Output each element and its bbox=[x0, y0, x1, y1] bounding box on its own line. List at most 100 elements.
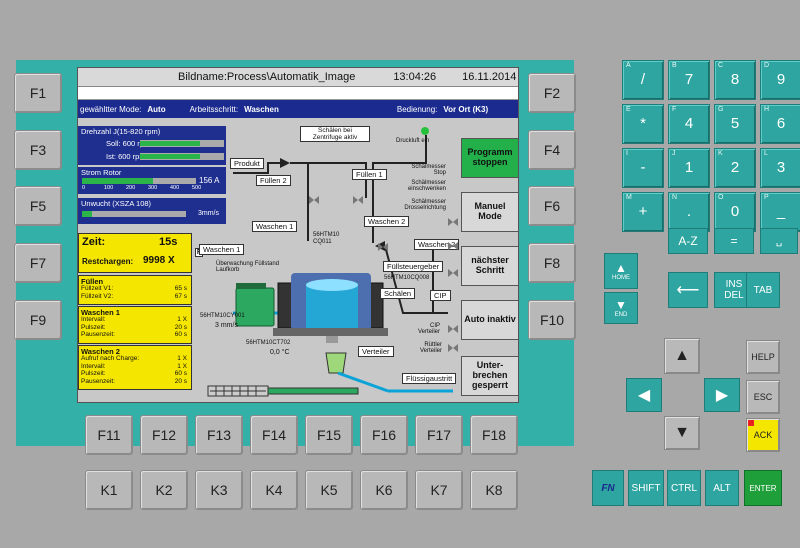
key-k3[interactable]: K3 bbox=[195, 470, 243, 510]
numpad-key--[interactable]: I- bbox=[622, 148, 664, 188]
fkey-f6[interactable]: F6 bbox=[528, 186, 576, 226]
imbalance-panel: Unwucht (XSZA 108) 3mm/s bbox=[78, 198, 226, 224]
fkey-f13[interactable]: F13 bbox=[195, 415, 243, 455]
operation-value: Vor Ort (K3) bbox=[443, 104, 489, 114]
arrow-down-key[interactable]: ▼ bbox=[664, 416, 700, 450]
key-k2[interactable]: K2 bbox=[140, 470, 188, 510]
screen-button-3[interactable]: nächster Schritt bbox=[461, 246, 518, 286]
key-k4[interactable]: K4 bbox=[250, 470, 298, 510]
waschen2-row-value: 1 X bbox=[177, 355, 187, 362]
fkey-f11[interactable]: F11 bbox=[85, 415, 133, 455]
numpad-key-main: . bbox=[686, 203, 692, 220]
numpad-key-_[interactable]: P_ bbox=[760, 192, 800, 232]
alt-key[interactable]: ALT bbox=[705, 470, 739, 506]
numpad-key-.[interactable]: N. bbox=[668, 192, 710, 232]
numpad-key-main: * bbox=[640, 115, 646, 132]
fkey-f17[interactable]: F17 bbox=[415, 415, 463, 455]
home-key[interactable]: ▲HOME bbox=[604, 253, 638, 289]
current-title: Strom Rotor bbox=[81, 168, 122, 177]
numpad-key-*[interactable]: E* bbox=[622, 104, 664, 144]
waschen2-row-label: Intervall: bbox=[81, 362, 106, 370]
ins-label: INS bbox=[725, 279, 743, 290]
numpad-key-main: / bbox=[640, 71, 646, 88]
numpad-key-alpha: K bbox=[718, 150, 723, 157]
numpad-key-+[interactable]: M+ bbox=[622, 192, 664, 232]
fkey-f9[interactable]: F9 bbox=[14, 300, 62, 340]
fkey-f8[interactable]: F8 bbox=[528, 243, 576, 283]
ctrl-key[interactable]: CTRL bbox=[667, 470, 701, 506]
current-value: 156 A bbox=[199, 176, 220, 185]
fkey-f2[interactable]: F2 bbox=[528, 73, 576, 113]
fkey-f4[interactable]: F4 bbox=[528, 130, 576, 170]
fkey-f1[interactable]: F1 bbox=[14, 73, 62, 113]
time-value: 15s bbox=[159, 236, 178, 248]
fkey-f10[interactable]: F10 bbox=[528, 300, 576, 340]
fkey-f3[interactable]: F3 bbox=[14, 130, 62, 170]
arrow-up-key[interactable]: ▲ bbox=[664, 338, 700, 374]
az-key[interactable]: A-Z bbox=[668, 228, 708, 254]
waschen1-row-label: Pausenzeit: bbox=[81, 331, 115, 338]
key-k8[interactable]: K8 bbox=[470, 470, 518, 510]
fkey-f18[interactable]: F18 bbox=[470, 415, 518, 455]
numpad-key-/[interactable]: A/ bbox=[622, 60, 664, 100]
space-key[interactable]: ␣ bbox=[760, 228, 798, 254]
shift-key[interactable]: SHIFT bbox=[628, 470, 664, 506]
screen-button-2[interactable]: Manuel Mode bbox=[461, 192, 518, 232]
numpad-key-main: + bbox=[638, 203, 648, 220]
backspace-key[interactable]: ⟵ bbox=[668, 272, 708, 308]
waschen2-row-value: 20 s bbox=[174, 377, 187, 385]
fkey-f14[interactable]: F14 bbox=[250, 415, 298, 455]
enter-key[interactable]: ENTER bbox=[744, 470, 782, 506]
end-key[interactable]: ▼END bbox=[604, 292, 638, 324]
numpad-key-alpha: P bbox=[764, 194, 769, 201]
arrow-right-key[interactable]: ▶ bbox=[704, 378, 740, 412]
mode-bar: gewähltter Mode: Auto Arbeitsschritt: Wa… bbox=[78, 100, 518, 118]
numpad-key-main: - bbox=[640, 159, 646, 176]
fkey-f5[interactable]: F5 bbox=[14, 186, 62, 226]
screen-button-4[interactable]: Auto inaktiv bbox=[461, 300, 518, 340]
key-k7[interactable]: K7 bbox=[415, 470, 463, 510]
numpad-key-main: 4 bbox=[684, 115, 694, 132]
fkey-f16[interactable]: F16 bbox=[360, 415, 408, 455]
fn-key[interactable]: FN bbox=[592, 470, 624, 506]
distributor-label: Verteiler bbox=[358, 346, 394, 357]
arrow-left-key[interactable]: ◀ bbox=[626, 378, 662, 412]
screen-button-1[interactable]: Programm stoppen bbox=[461, 138, 518, 178]
screen-button-5[interactable]: Unter- brechen gesperrt bbox=[461, 356, 518, 396]
waschen1-row-label: Intervall: bbox=[81, 316, 106, 323]
speed-actual-bar bbox=[140, 153, 224, 160]
esc-key[interactable]: ESC bbox=[746, 380, 780, 414]
key-k5[interactable]: K5 bbox=[305, 470, 353, 510]
imbalance-value: 3mm/s bbox=[198, 210, 219, 217]
tab-key[interactable]: TAB bbox=[746, 272, 780, 308]
shaker-distributor-label: Rüttler Verteiler bbox=[419, 342, 442, 354]
step-label: Arbeitsschritt: bbox=[189, 104, 239, 114]
waschen2-row-label: Aufruf nach Charge: bbox=[81, 355, 140, 362]
fkey-f12[interactable]: F12 bbox=[140, 415, 188, 455]
shaving-active-box: Schälen bei Zentrifuge aktiv bbox=[300, 126, 370, 143]
level-monitor-label: Überwachung Füllstand Laufkorb bbox=[216, 261, 280, 273]
ack-key[interactable]: ACK bbox=[746, 418, 780, 452]
numpad-key-main: 2 bbox=[730, 159, 740, 176]
key-k1[interactable]: K1 bbox=[85, 470, 133, 510]
fkey-f7[interactable]: F7 bbox=[14, 243, 62, 283]
waschen2-row-label: Pulszeit: bbox=[81, 370, 106, 377]
help-key[interactable]: HELP bbox=[746, 340, 780, 374]
fkey-f15[interactable]: F15 bbox=[305, 415, 353, 455]
key-k6[interactable]: K6 bbox=[360, 470, 408, 510]
equals-key[interactable]: = bbox=[714, 228, 754, 254]
vibration-value: 3 mm/s bbox=[215, 322, 238, 329]
